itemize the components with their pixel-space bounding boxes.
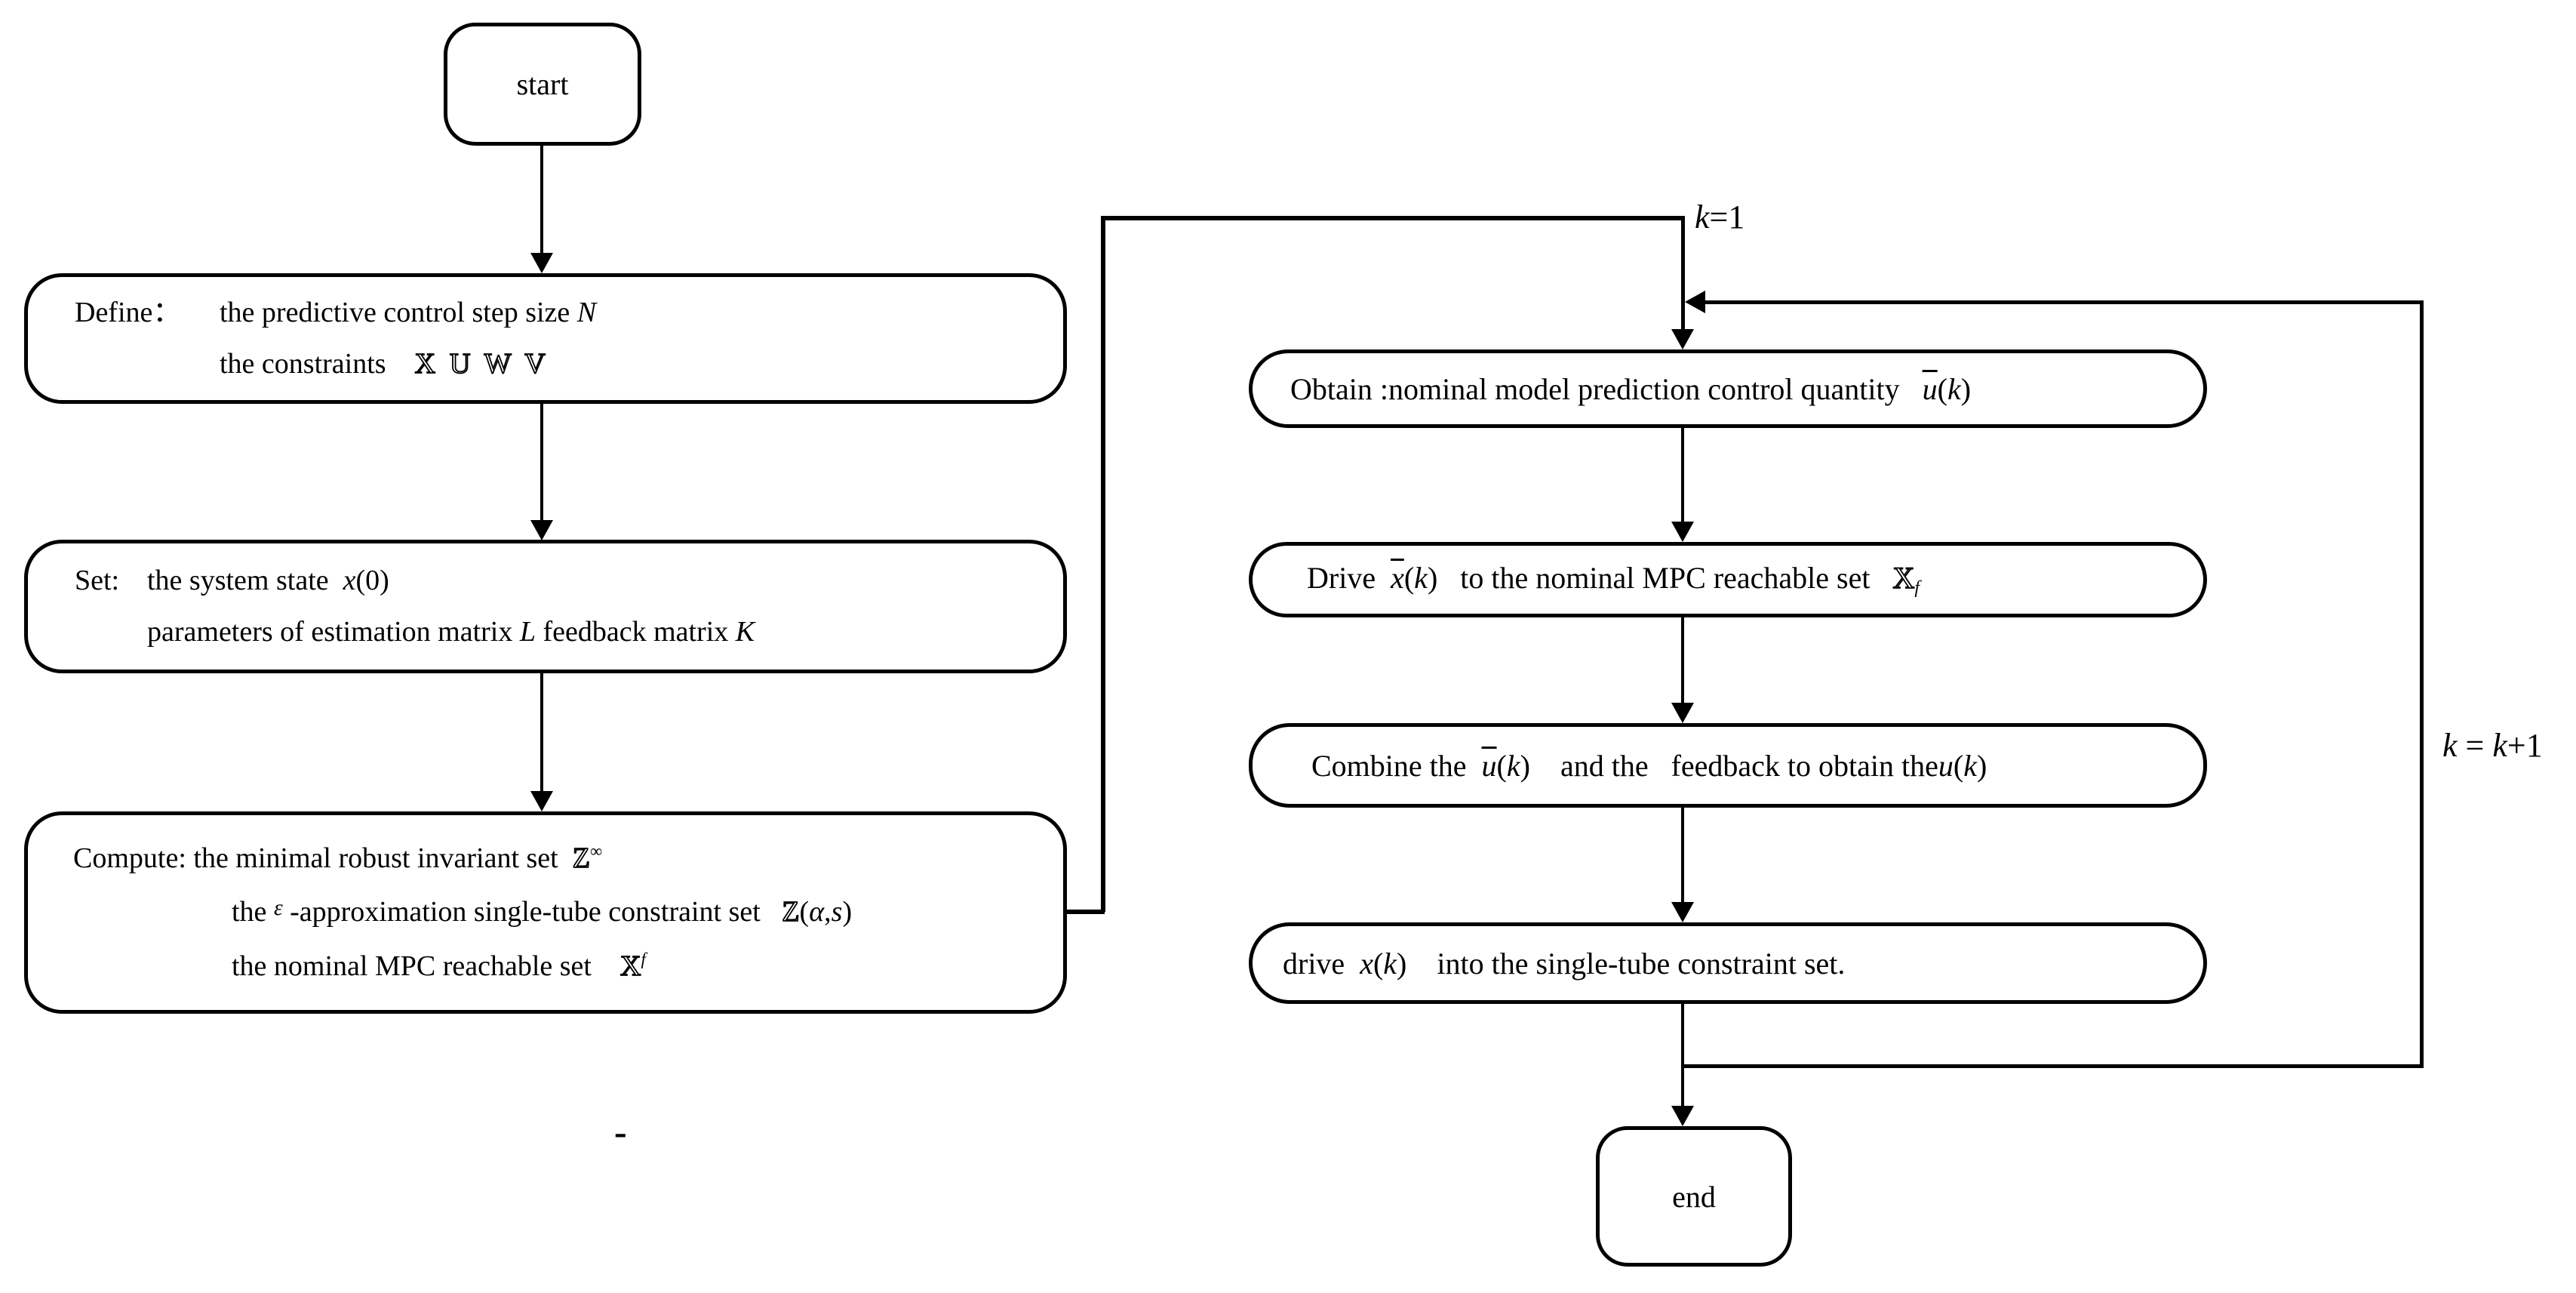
connector-obtain-to-drive	[1681, 428, 1684, 524]
arrowhead-into-end	[1671, 1106, 1694, 1126]
connector-into-obtain	[1681, 216, 1685, 331]
arrowhead-into-obtain	[1671, 329, 1694, 349]
connector-drive-actual-to-end	[1681, 1004, 1684, 1107]
start-node: start	[444, 23, 641, 146]
combine-node: Combine the u(k) and the feedback to obt…	[1249, 723, 2207, 808]
set-line-2: parameters of estimation matrix L feedba…	[147, 615, 755, 648]
end-label: end	[1672, 1179, 1716, 1214]
connector-combine-to-drive-actual	[1681, 808, 1684, 904]
define-line-1: Define： the predictive control step size…	[75, 295, 1063, 331]
obtain-node: Obtain :nominal model prediction control…	[1249, 349, 2207, 428]
define-line-2: the constraints X U W V	[220, 347, 546, 380]
compute-line-1: Compute: the minimal robust invariant se…	[73, 841, 603, 875]
arrowhead-obtain-to-drive	[1671, 522, 1694, 542]
set-node: Set: the system state x(0) parameters of…	[24, 540, 1067, 673]
drive-actual-node: drive x(k) into the single-tube constrai…	[1249, 922, 2207, 1004]
connector-drive-to-combine	[1681, 617, 1684, 704]
define-label: Define：	[75, 297, 182, 328]
stray-dash-mark: -	[614, 1110, 627, 1153]
connector-define-to-set	[540, 404, 543, 522]
arrowhead-drive-to-combine	[1671, 703, 1694, 723]
arrowhead-define-to-set	[530, 520, 553, 540]
edge-label-k-init: k=1	[1695, 199, 1745, 236]
arrowhead-feedback-return	[1685, 291, 1705, 313]
arrowhead-set-to-compute	[530, 791, 553, 811]
compute-line-2: the ε -approximation single-tube constra…	[232, 895, 853, 928]
edge-label-k-increment: k = k+1	[2442, 727, 2543, 764]
arrowhead-start-to-define	[530, 253, 553, 273]
connector-top-horizontal	[1101, 216, 1685, 220]
connector-compute-riser	[1101, 216, 1105, 912]
connector-compute-exit-stub	[1067, 910, 1105, 914]
connector-feedback-bottom	[1683, 1064, 2424, 1068]
connector-feedback-right	[2420, 302, 2424, 1068]
connector-feedback-return	[1705, 300, 2424, 304]
drive-nominal-node: Drive x(k) to the nominal MPC reachable …	[1249, 542, 2207, 617]
set-label: Set:	[75, 565, 127, 596]
connector-set-to-compute	[540, 673, 543, 793]
start-label: start	[516, 67, 569, 101]
compute-node: Compute: the minimal robust invariant se…	[24, 811, 1067, 1014]
define-node: Define： the predictive control step size…	[24, 273, 1067, 404]
set-line-1: Set: the system state x(0)	[75, 563, 1063, 599]
connector-start-to-define	[540, 146, 543, 255]
end-node: end	[1596, 1126, 1792, 1267]
arrowhead-combine-to-drive-actual	[1671, 902, 1694, 922]
